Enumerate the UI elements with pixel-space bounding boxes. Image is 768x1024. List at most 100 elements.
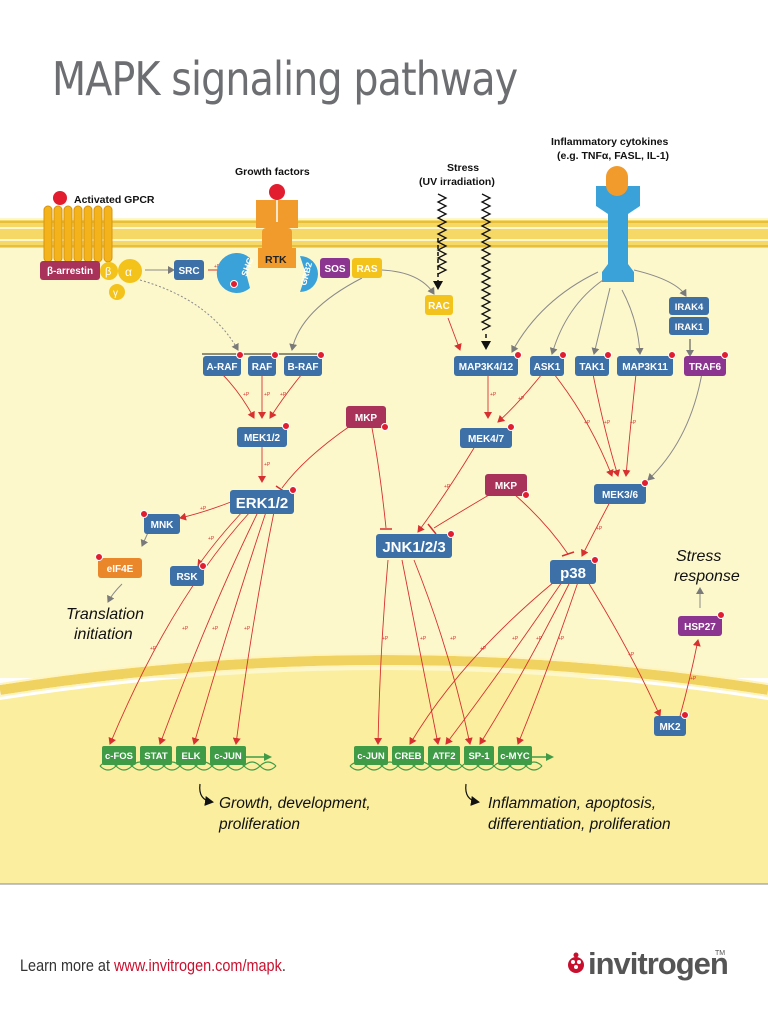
svg-text:MEK3/6: MEK3/6: [602, 490, 639, 501]
page-title: MAPK signaling pathway: [52, 52, 518, 106]
svg-text:MAP3K11: MAP3K11: [622, 362, 668, 373]
svg-text:TAK1: TAK1: [579, 362, 605, 373]
node-rsk: RSK: [170, 566, 204, 586]
inflammation-outcome-label-1: Inflammation, apoptosis,: [488, 795, 656, 812]
svg-text:B-RAF: B-RAF: [287, 362, 318, 373]
svg-text:+P: +P: [444, 484, 451, 490]
svg-text:HSP27: HSP27: [684, 622, 716, 633]
node-b-raf: B-RAF: [284, 356, 322, 376]
logo-trademark: TM: [715, 950, 726, 957]
node-mek12: MEK1/2: [237, 427, 287, 447]
translation-label-2: initiation: [74, 626, 133, 643]
cytokines-label: Inflammatory cytokines: [551, 136, 668, 148]
node-irak4: IRAK4: [669, 297, 709, 315]
svg-text:SRC: SRC: [178, 266, 199, 277]
growth-outcome-label-2: proliferation: [218, 816, 300, 833]
svg-text:c-JUN: c-JUN: [214, 751, 242, 762]
gene-atf2: ATF2: [428, 746, 460, 765]
cytokines-example-label: (e.g. TNFα, FASL, IL-1): [557, 150, 669, 162]
svg-text:MEK4/7: MEK4/7: [468, 434, 505, 445]
node-ras: RAS: [352, 258, 382, 278]
uv-wave-right: [480, 193, 492, 331]
node-src: SRC: [174, 260, 204, 280]
svg-text:MKP: MKP: [355, 413, 378, 424]
plasma-membrane: [0, 220, 768, 248]
rtk-receptor: [256, 184, 298, 268]
footer-text: Learn more at: [20, 956, 114, 975]
gene-c-jun-right: c-JUN: [354, 746, 388, 765]
node-eif4e: eIF4E: [98, 558, 142, 578]
node-ask1: ASK1: [530, 356, 564, 376]
svg-text:+P: +P: [512, 636, 519, 642]
invitrogen-logo[interactable]: invitrogen TM: [566, 946, 756, 982]
svg-text:+P: +P: [628, 652, 635, 658]
svg-text:+P: +P: [558, 636, 565, 642]
svg-text:IRAK1: IRAK1: [675, 322, 704, 333]
node-map3k11: MAP3K11: [617, 356, 673, 376]
g-protein: β α γ: [100, 259, 142, 300]
svg-text:+P: +P: [150, 646, 157, 652]
genes-right: c-JUN CREB ATF2 SP-1 c-MYC: [349, 746, 554, 771]
footer-link[interactable]: www.invitrogen.com/mapk: [113, 956, 282, 975]
node-a-raf: A-RAF: [203, 356, 241, 376]
node-irak1: IRAK1: [669, 317, 709, 335]
svg-text:MAP3K4/12: MAP3K4/12: [459, 362, 514, 373]
svg-text:RAS: RAS: [356, 264, 377, 275]
svg-text:+P: +P: [604, 420, 611, 426]
svg-text:MKP: MKP: [495, 481, 518, 492]
alpha-subunit: α: [125, 265, 132, 279]
growth-factors-label: Growth factors: [235, 166, 310, 178]
svg-text:+P: +P: [244, 626, 251, 632]
growth-outcome-label-1: Growth, development,: [219, 795, 371, 812]
svg-text:c-MYC: c-MYC: [500, 751, 530, 762]
svg-text:ASK1: ASK1: [534, 362, 561, 373]
gene-c-fos: c-FOS: [102, 746, 136, 765]
svg-text:+P: +P: [450, 636, 457, 642]
svg-text:+P: +P: [518, 396, 525, 402]
phospho-dots: [95, 280, 729, 719]
svg-text:c-FOS: c-FOS: [105, 751, 133, 762]
gene-sp1: SP-1: [464, 746, 494, 765]
svg-text:+P: +P: [596, 526, 603, 532]
svg-text:+P: +P: [214, 264, 221, 270]
node-b-arrestin: β-arrestin: [40, 261, 100, 280]
nucleus: [0, 653, 768, 885]
red-activation-arrows: [108, 266, 701, 745]
svg-text:ATF2: ATF2: [432, 751, 455, 762]
svg-text:MK2: MK2: [659, 722, 681, 733]
node-erk12: ERK1/2: [230, 490, 294, 514]
node-sos: SOS: [320, 258, 350, 278]
svg-text:ELK: ELK: [182, 751, 201, 762]
svg-text:+P: +P: [536, 636, 543, 642]
svg-text:JNK1/2/3: JNK1/2/3: [382, 539, 445, 556]
growth-outcome-arrow: [199, 783, 214, 806]
uv-label: (UV irradiation): [419, 176, 495, 188]
uv-wave-left: [436, 193, 448, 275]
node-hsp27: HSP27: [678, 616, 722, 636]
rtk-label: RTK: [265, 254, 287, 266]
svg-text:IRAK4: IRAK4: [675, 302, 704, 313]
svg-text:+P: +P: [690, 676, 697, 682]
node-rac: RAC: [425, 295, 453, 315]
cytoplasm-region: [0, 218, 768, 678]
svg-text:+P: +P: [630, 420, 637, 426]
gamma-subunit: γ: [113, 288, 118, 299]
node-map3k412: MAP3K4/12: [454, 356, 518, 376]
svg-text:SP-1: SP-1: [468, 751, 490, 762]
stress-response-label-2: response: [674, 568, 740, 585]
node-mkp-2: MKP: [485, 474, 527, 496]
stress-label: Stress: [447, 162, 479, 174]
node-jnk123: JNK1/2/3: [376, 534, 452, 558]
node-tak1: TAK1: [575, 356, 609, 376]
svg-text:+P: +P: [264, 462, 271, 468]
footer-end: .: [281, 956, 286, 975]
svg-text:CREB: CREB: [395, 751, 422, 762]
svg-text:SOS: SOS: [324, 264, 345, 275]
svg-text:+P: +P: [420, 636, 427, 642]
svg-text:p38: p38: [560, 565, 586, 582]
svg-text:+P: +P: [182, 626, 189, 632]
svg-text:eIF4E: eIF4E: [107, 564, 134, 575]
gene-creb: CREB: [392, 746, 424, 765]
svg-text:+P: +P: [382, 636, 389, 642]
